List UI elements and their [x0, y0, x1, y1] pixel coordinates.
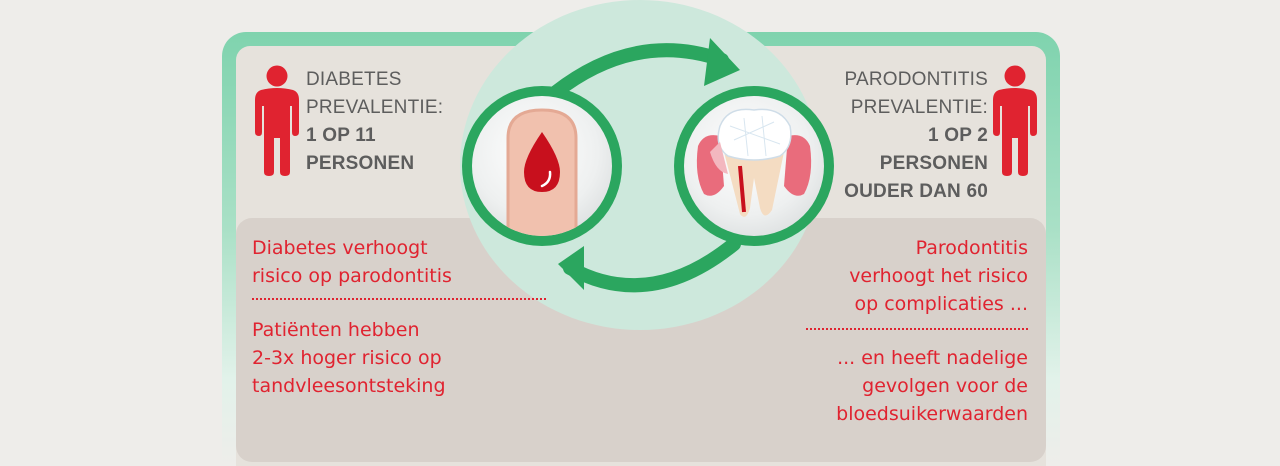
finger-blood-circle [462, 86, 622, 246]
bloodsugar-effects-line2: gevolgen voor de [862, 375, 1028, 397]
diabetes-prevalence: DIABETES PREVALENTIE: 1 OP 11 PERSONEN [306, 66, 443, 178]
bloodsugar-effects-text: ... en heeft nadelige gevolgen voor de b… [728, 344, 1028, 428]
diabetes-value-line1: 1 OP 11 [306, 125, 376, 146]
parodontitis-risk-text: Parodontitis verhoogt het risico op comp… [728, 234, 1028, 318]
diabetes-label-line2: PREVALENTIE: [306, 97, 444, 118]
person-icon [993, 65, 1037, 176]
bloodsugar-effects-line3: bloedsuikerwaarden [836, 403, 1028, 425]
bloodsugar-effects-line1: ... en heeft nadelige [837, 347, 1028, 369]
patients-risk-line2: 2-3x hoger risico op [252, 347, 442, 369]
person-icon [255, 65, 299, 176]
parodontitis-value-line3: OUDER DAN 60 [844, 181, 988, 202]
diabetes-risk-text: Diabetes verhoogt risico op parodontitis [252, 234, 552, 290]
cycle-arrows-icon [549, 38, 741, 293]
parodontitis-label-line1: PARODONTITIS [844, 69, 988, 90]
patients-risk-text: Patiënten hebben 2-3x hoger risico op ta… [252, 316, 552, 400]
parodontitis-risk-line1: Parodontitis [915, 237, 1028, 259]
patients-risk-line1: Patiënten hebben [252, 319, 420, 341]
blood-drop-finger-icon [506, 108, 578, 236]
parodontitis-prevalence: PARODONTITIS PREVALENTIE: 1 OP 2 PERSONE… [844, 66, 988, 206]
patients-risk-line3: tandvleesontsteking [252, 375, 446, 397]
parodontitis-label-line2: PREVALENTIE: [850, 97, 988, 118]
diabetes-label-line1: DIABETES [306, 69, 402, 90]
diabetes-value-line2: PERSONEN [306, 153, 415, 174]
parodontitis-risk-line2: verhoogt het risico [849, 265, 1028, 287]
parodontitis-value-line2: PERSONEN [879, 153, 988, 174]
diabetes-risk-line2: risico op parodontitis [252, 265, 452, 287]
parodontitis-risk-line3: op complicaties ... [854, 293, 1029, 315]
right-dotted-divider [806, 328, 1028, 330]
tooth-circle [674, 86, 834, 246]
inflamed-tooth-icon [696, 108, 812, 217]
diabetes-risk-line1: Diabetes verhoogt [252, 237, 428, 259]
left-dotted-divider [252, 298, 546, 300]
parodontitis-value-line1: 1 OP 2 [928, 125, 988, 146]
